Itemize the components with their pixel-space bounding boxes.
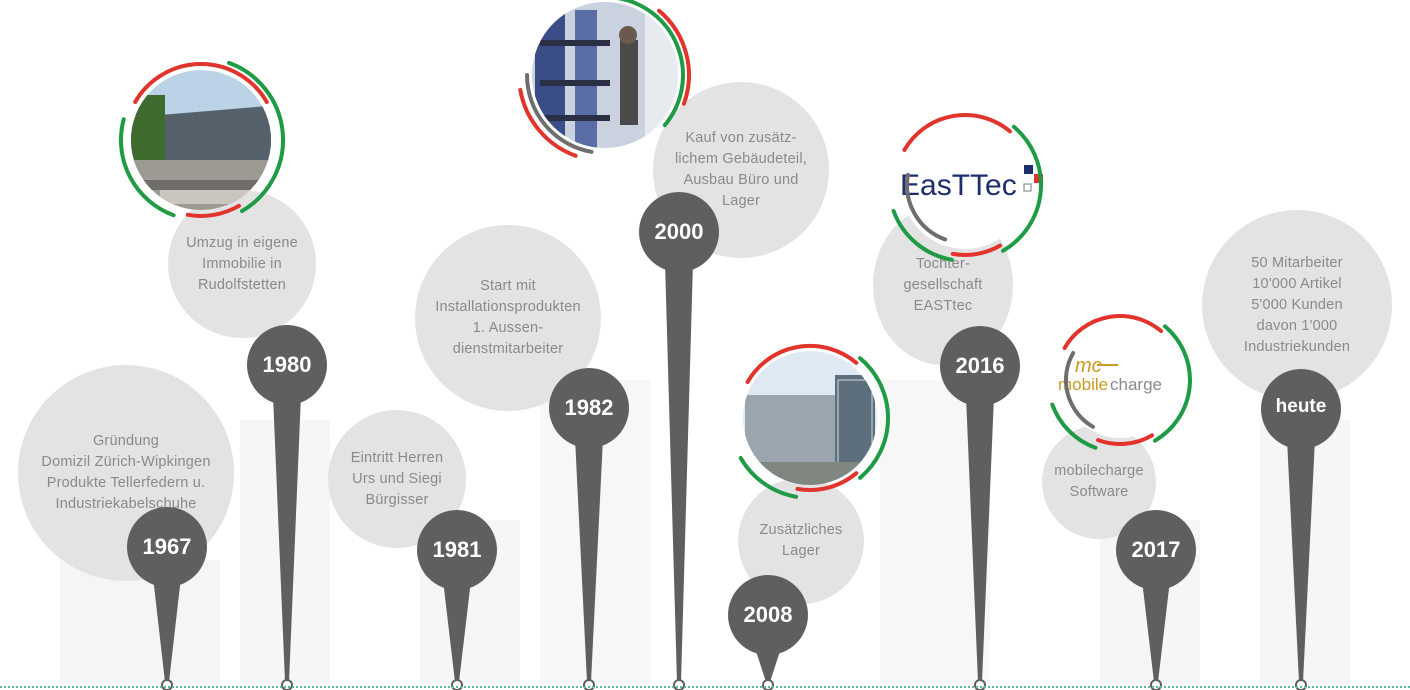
- year-pins: [127, 192, 1341, 690]
- decorative-arc: [1096, 433, 1154, 446]
- pin-head-heute: [1261, 369, 1341, 449]
- pin-anchor-2008: [762, 679, 774, 690]
- milestone-1980-text: Umzug in eigene Immobilie in Rudolfstett…: [186, 234, 298, 293]
- pin-stem-2017: [1142, 580, 1170, 682]
- decorative-arc: [1063, 351, 1095, 429]
- decorative-arc: [1001, 124, 1043, 253]
- svg-text:mc: mc: [1075, 355, 1102, 377]
- milestone-1982-text: Start mit Installationsprodukten 1. Auss…: [435, 278, 581, 357]
- year-label-2017: 2017: [1131, 537, 1181, 562]
- pin-stem-2016: [966, 396, 994, 682]
- year-label-1981: 1981: [432, 537, 482, 562]
- pin-head-1982: [549, 368, 629, 448]
- decorative-arc: [617, 0, 685, 128]
- pin-anchor-1967: [161, 679, 173, 690]
- bubble-1980: Umzug in eigene Immobilie in Rudolfstett…: [168, 190, 316, 338]
- decorative-arc: [657, 8, 691, 106]
- pin-head-2008: [728, 575, 808, 655]
- decorative-arc: [1050, 402, 1098, 450]
- decorative-arc: [745, 343, 859, 384]
- pin-anchor-1980: [281, 679, 293, 690]
- decorative-arc: [227, 60, 285, 213]
- decorative-arc: [950, 243, 1002, 257]
- pin-stem-1967: [153, 577, 181, 682]
- pin-stem-1981: [443, 580, 471, 682]
- year-label-1967: 1967: [142, 534, 192, 559]
- decorative-arc: [118, 117, 176, 218]
- pin-head-2000: [639, 192, 719, 272]
- pin-head-1980: [247, 325, 327, 405]
- pin-anchor-2017: [1150, 679, 1162, 690]
- decorative-arc: [858, 356, 890, 480]
- milestone-2008-text: Zusätzliches Lager: [759, 522, 843, 559]
- svg-text:EasTTec: EasTTec: [900, 169, 1017, 202]
- decorative-arc: [133, 62, 269, 104]
- decorative-arc: [1062, 314, 1164, 350]
- warehouse-photo-2000: [532, 2, 678, 148]
- year-label-2008: 2008: [743, 602, 793, 627]
- svg-text:charge: charge: [1110, 375, 1162, 394]
- svg-text:mobile: mobile: [1058, 375, 1108, 394]
- pin-anchor-1981: [451, 679, 463, 690]
- bubble-heute: 50 Mitarbeiter 10'000 Artikel 5'000 Kund…: [1202, 210, 1392, 400]
- year-label-1982: 1982: [564, 395, 614, 420]
- pin-anchor-1982: [583, 679, 595, 690]
- pin-head-1967: [127, 507, 207, 587]
- building-photo-2008: [743, 351, 877, 485]
- timeline-baseline: [0, 686, 1410, 688]
- decorative-arc: [185, 203, 241, 218]
- pin-anchor-2016: [974, 679, 986, 690]
- decorative-arc: [795, 471, 859, 492]
- pin-stem-heute: [1287, 439, 1315, 682]
- decorative-arc: [738, 456, 799, 499]
- pin-anchor-heute: [1295, 679, 1307, 690]
- decorative-arc: [525, 73, 594, 154]
- decorative-arc: [905, 172, 948, 242]
- decorative-arc: [891, 209, 954, 262]
- milestone-2017-text: mobilecharge Software: [1054, 463, 1144, 500]
- pin-head-2016: [940, 326, 1020, 406]
- year-label-2000: 2000: [654, 219, 704, 244]
- pin-stem-1982: [575, 438, 603, 682]
- pin-anchor-2000: [673, 679, 685, 690]
- milestone-1967-text: Gründung Domizil Zürich-Wipkingen Produk…: [41, 433, 211, 512]
- year-label-1980: 1980: [262, 352, 312, 377]
- decorative-arc: [1153, 324, 1192, 443]
- pin-stem-1980: [273, 395, 301, 682]
- pin-stem-2000: [665, 262, 693, 682]
- decorative-arcs: [118, 0, 1192, 499]
- milestone-heute-text: 50 Mitarbeiter 10'000 Artikel 5'000 Kund…: [1243, 254, 1351, 355]
- decorative-arc: [902, 113, 1012, 152]
- mobilecharge-logo: mc mobile charge: [1058, 322, 1178, 438]
- pin-head-1981: [417, 510, 497, 590]
- milestone-2000-text: Kauf von zusätz- lichem Gebäudeteil, Aus…: [675, 130, 807, 209]
- decorative-arc: [518, 87, 578, 158]
- year-label-2016: 2016: [955, 353, 1005, 378]
- pin-head-2017: [1116, 510, 1196, 590]
- year-label-heute: heute: [1275, 396, 1327, 417]
- milestone-2016-text: Tochter- gesellschaft EASTtec: [903, 255, 983, 314]
- milestone-1981-text: Eintritt Herren Urs und Siegi Bürgisser: [350, 449, 444, 508]
- bubble-1981: Eintritt Herren Urs und Siegi Bürgisser: [328, 410, 466, 548]
- easttec-logo: EasTTec: [900, 121, 1043, 249]
